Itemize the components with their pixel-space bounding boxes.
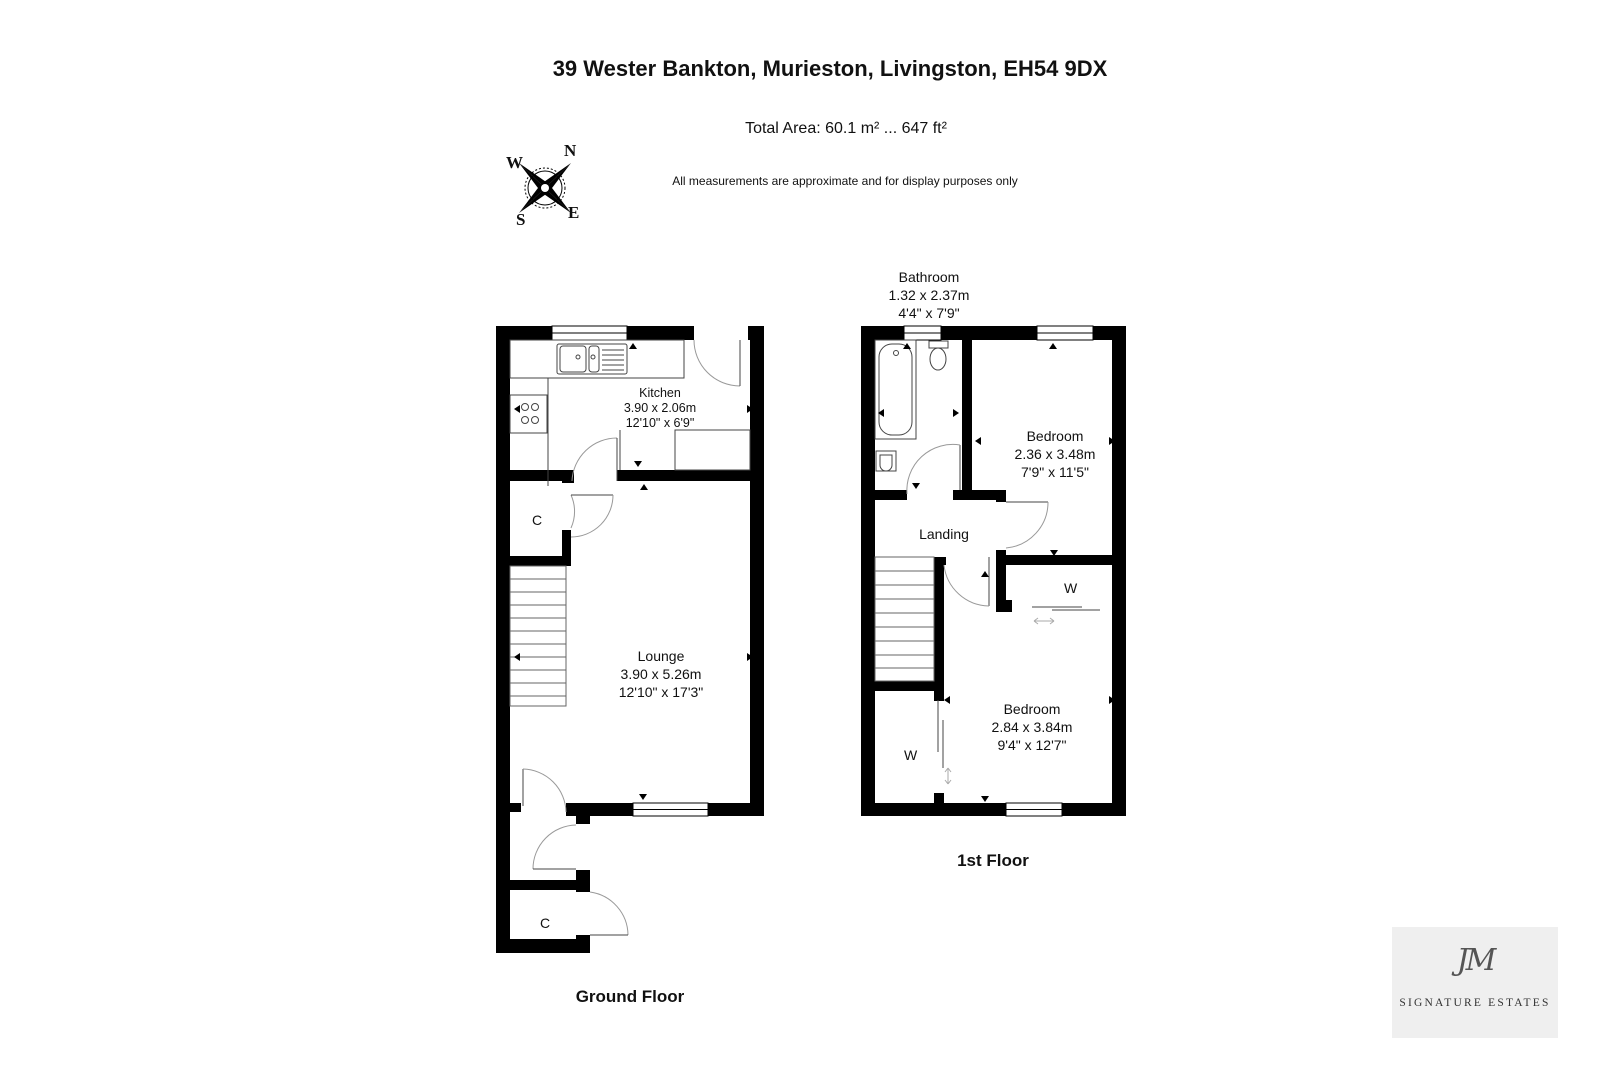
room-name: Bedroom (1026, 428, 1084, 444)
room-metric: 2.84 x 3.84m (991, 719, 1073, 735)
room-name: Bathroom (898, 269, 960, 285)
room-label-wardrobe: W (904, 747, 918, 763)
room-imperial: 12'10" x 17'3" (618, 684, 704, 700)
room-metric: 3.90 x 2.06m (623, 401, 697, 415)
compass-rose-icon (519, 163, 571, 213)
room-label-cupboard: C (532, 512, 543, 528)
compass-east: E (568, 203, 580, 222)
room-name: Landing (919, 526, 969, 542)
room-label-wardrobe: W (1064, 580, 1078, 596)
compass-south: S (516, 210, 526, 229)
ground-floor-plan (496, 326, 764, 953)
bathroom-fixtures (874, 339, 949, 472)
measurement-disclaimer: All measurements are approximate and for… (672, 174, 1018, 188)
room-label-lounge: Lounge 3.90 x 5.26m 12'10" x 17'3" (581, 647, 741, 701)
sliding-door-icons (944, 617, 1055, 785)
first-floor-door-arcs (906, 443, 1100, 768)
compass-north: N (564, 141, 577, 160)
compass-west: W (506, 153, 523, 172)
room-imperial: 12'10" x 6'9" (625, 416, 695, 430)
room-imperial: 7'9" x 11'5" (1021, 464, 1089, 480)
ground-floor-label: Ground Floor (575, 987, 685, 1006)
kitchen-fixtures (509, 339, 751, 486)
room-imperial: 9'4" x 12'7" (997, 737, 1067, 753)
agency-logo: JM SIGNATURE ESTATES (1392, 927, 1558, 1038)
room-label-bedroom-1: Bedroom 2.36 x 3.48m 7'9" x 11'5" (975, 427, 1135, 481)
ground-arrows (514, 343, 753, 800)
room-name: Lounge (637, 648, 685, 664)
first-floor-label: 1st Floor (957, 851, 1029, 870)
room-metric: 3.90 x 5.26m (620, 666, 702, 682)
room-label-landing: Landing (864, 525, 1024, 543)
compass: N W S E (500, 141, 590, 230)
logo-agency-name: SIGNATURE ESTATES (1399, 997, 1551, 1009)
room-name: Kitchen (639, 386, 681, 400)
first-floor-arrows (878, 343, 1115, 802)
logo-monogram: JM (1456, 943, 1497, 978)
property-address-title: 39 Wester Bankton, Murieston, Livingston… (552, 56, 1108, 81)
stairs-ground (509, 565, 567, 707)
stairs-first (874, 556, 935, 682)
first-floor-windows (903, 325, 1094, 817)
ground-door-arcs (522, 339, 741, 936)
room-label-bathroom: Bathroom 1.32 x 2.37m 4'4" x 7'9" (849, 268, 1009, 322)
room-imperial: 4'4" x 7'9" (898, 305, 960, 321)
total-area: Total Area: 60.1 m² ... 647 ft² (745, 120, 947, 137)
room-label-kitchen: Kitchen 3.90 x 2.06m 12'10" x 6'9" (580, 386, 740, 431)
first-floor-plan (861, 326, 1126, 816)
room-metric: 1.32 x 2.37m (888, 287, 970, 303)
room-label-bedroom-2: Bedroom 2.84 x 3.84m 9'4" x 12'7" (952, 700, 1112, 754)
room-name: Bedroom (1003, 701, 1061, 717)
room-metric: 2.36 x 3.48m (1014, 446, 1096, 462)
room-label-cupboard: C (540, 915, 551, 931)
